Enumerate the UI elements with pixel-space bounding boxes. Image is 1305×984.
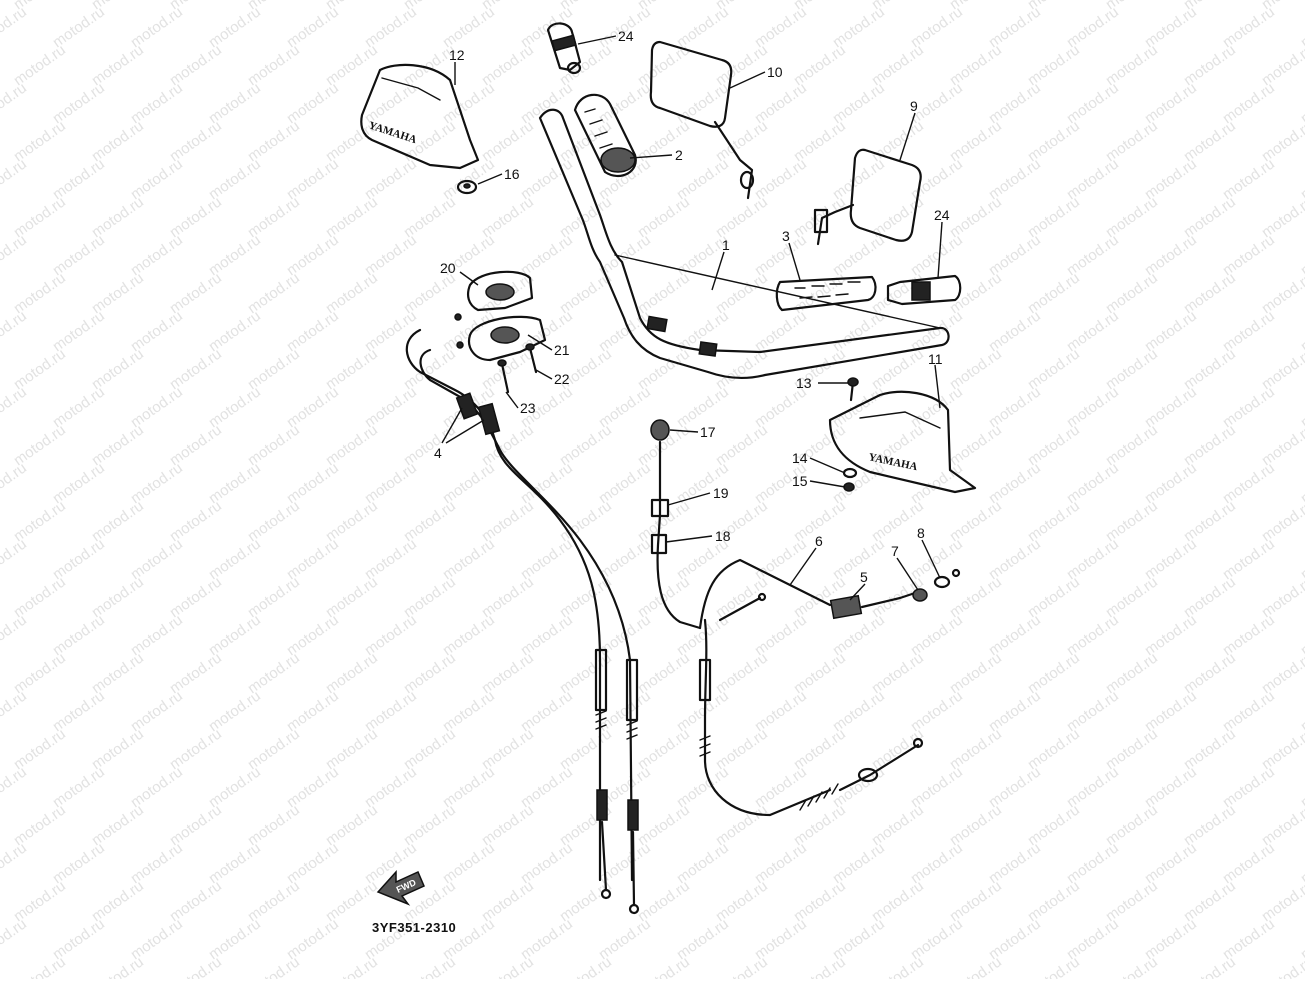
callout-15: 15 bbox=[792, 473, 808, 489]
washer-14 bbox=[842, 467, 858, 479]
callout-1: 1 bbox=[722, 237, 730, 253]
callout-20: 20 bbox=[440, 260, 456, 276]
watermark-text: motod.ru bbox=[167, 953, 225, 979]
watermark-text: motod.ru bbox=[0, 3, 30, 51]
watermark-text: motod.ru bbox=[0, 535, 30, 583]
watermark-text: motod.ru bbox=[0, 687, 30, 735]
clutch-cable bbox=[698, 558, 961, 817]
callout-2: 2 bbox=[675, 147, 683, 163]
watermark-text: motod.ru bbox=[323, 953, 381, 979]
screw-23 bbox=[497, 359, 510, 394]
forward-direction-arrow: FWD bbox=[376, 870, 425, 906]
nut-15 bbox=[843, 482, 855, 492]
watermark-text: motod.ru bbox=[401, 953, 459, 979]
callout-4: 4 bbox=[434, 445, 442, 461]
watermark-text: motod.ru bbox=[0, 839, 30, 887]
watermark-text: motod.ru bbox=[557, 953, 615, 979]
callout-24-top: 24 bbox=[618, 28, 634, 44]
callout-leaders bbox=[441, 35, 943, 601]
callout-19: 19 bbox=[713, 485, 729, 501]
watermark-text: motod.ru bbox=[0, 383, 30, 431]
screw-22 bbox=[525, 343, 538, 374]
callout-23: 23 bbox=[520, 400, 536, 416]
mirror-right bbox=[813, 148, 922, 246]
diagram-code: 3YF351-2310 bbox=[372, 920, 456, 935]
bar-end-weight-top bbox=[546, 22, 582, 75]
callout-12: 12 bbox=[449, 47, 465, 63]
callout-21: 21 bbox=[554, 342, 570, 358]
watermark-text: motod.ru bbox=[947, 953, 1005, 979]
watermark-text: motod.ru bbox=[0, 79, 30, 127]
clutch-side-grip bbox=[775, 275, 877, 312]
watermark-text: motod.ru bbox=[1103, 953, 1161, 979]
throttle-housing-lower bbox=[454, 313, 547, 362]
callout-18: 18 bbox=[715, 528, 731, 544]
callout-13: 13 bbox=[796, 375, 812, 391]
callout-8: 8 bbox=[917, 525, 925, 541]
callout-7: 7 bbox=[891, 543, 899, 559]
watermark-text: motod.ru bbox=[0, 915, 30, 963]
nut-16 bbox=[456, 179, 478, 195]
callout-14: 14 bbox=[792, 450, 808, 466]
callout-11: 11 bbox=[928, 351, 943, 367]
watermark-text: motod.ru bbox=[0, 231, 30, 279]
callout-17: 17 bbox=[700, 424, 716, 440]
callout-16: 16 bbox=[504, 166, 520, 182]
callout-10: 10 bbox=[767, 64, 783, 80]
throttle-cables bbox=[405, 328, 640, 915]
watermark-text: motod.ru bbox=[1259, 953, 1305, 979]
watermark-text: motod.ru bbox=[713, 953, 771, 979]
callout-24-right: 24 bbox=[934, 207, 950, 223]
callout-6: 6 bbox=[815, 533, 823, 549]
watermark-text: motod.ru bbox=[1025, 953, 1083, 979]
callout-22: 22 bbox=[554, 371, 570, 387]
watermark-text: motod.ru bbox=[869, 953, 927, 979]
throttle-housing-upper bbox=[467, 270, 534, 312]
bar-end-weight-right bbox=[886, 274, 962, 306]
mirror-left bbox=[649, 40, 755, 200]
callout-3: 3 bbox=[782, 228, 790, 244]
watermark-text: motod.ru bbox=[0, 307, 30, 355]
control-cable-17-19-18 bbox=[650, 419, 702, 630]
watermark-text: motod.ru bbox=[635, 953, 693, 979]
throttle-grip bbox=[573, 93, 637, 178]
callout-9: 9 bbox=[910, 98, 918, 114]
bolt-13 bbox=[847, 377, 859, 402]
watermark-text: motod.ru bbox=[89, 953, 147, 979]
watermark-text: motod.ru bbox=[245, 953, 303, 979]
watermark-text: motod.ru bbox=[0, 155, 30, 203]
watermark-text: motod.ru bbox=[0, 763, 30, 811]
watermark-text: motod.ru bbox=[791, 953, 849, 979]
watermark-text: motod.ru bbox=[1181, 953, 1239, 979]
callout-5: 5 bbox=[860, 569, 868, 585]
watermark-text: motod.ru bbox=[479, 953, 537, 979]
callout-labels: 24 12 10 2 9 16 24 3 1 20 21 22 23 11 13… bbox=[434, 28, 950, 585]
watermark-text: motod.ru bbox=[11, 953, 69, 979]
watermark-text: motod.ru bbox=[0, 611, 30, 659]
watermark-text: motod.ru bbox=[0, 459, 30, 507]
